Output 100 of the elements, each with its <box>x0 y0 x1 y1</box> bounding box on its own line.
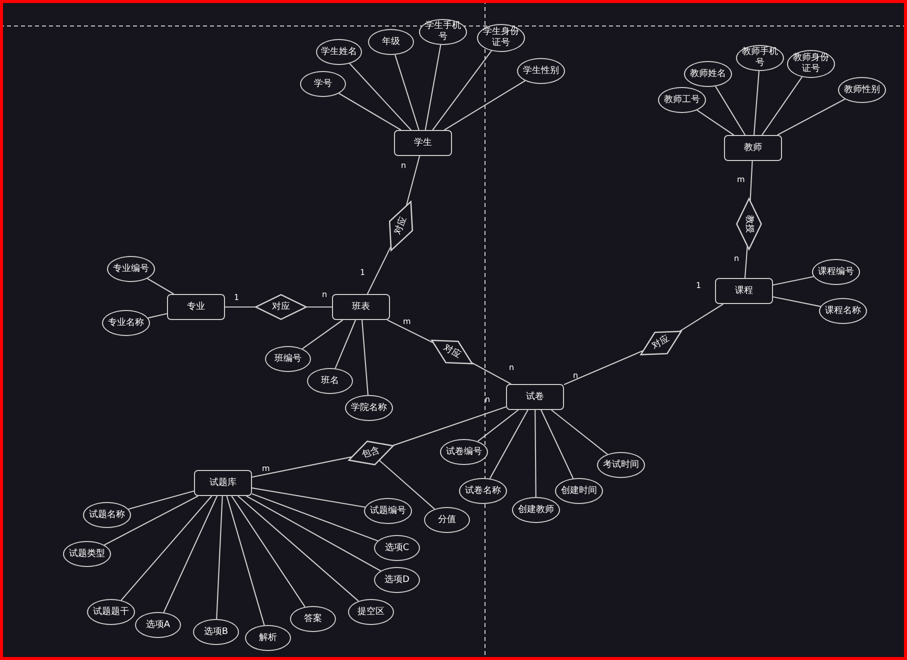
connector-line <box>715 86 746 136</box>
cardinality-label: n <box>573 371 578 380</box>
connector-line <box>252 487 366 508</box>
entity-box: 教师 <box>724 135 782 161</box>
connector-line <box>148 313 168 318</box>
connector-line <box>246 496 381 572</box>
connector-line <box>216 496 223 620</box>
connector-line <box>424 44 442 130</box>
cardinality-label: 1 <box>234 293 240 302</box>
connector-line <box>680 304 724 332</box>
entity-box: 试卷 <box>506 384 564 410</box>
connector-line <box>361 320 369 396</box>
cardinality-label: n <box>509 363 514 372</box>
attribute-ellipse: 选项C <box>374 535 420 561</box>
connector-line <box>534 410 536 497</box>
cardinality-label: m <box>403 317 411 326</box>
attribute-ellipse: 选项A <box>135 612 181 638</box>
cardinality-label: m <box>737 175 745 184</box>
attribute-ellipse: 创建教师 <box>512 497 560 523</box>
connector-line <box>387 320 433 343</box>
attribute-ellipse: 学生身份证号 <box>477 24 525 52</box>
attribute-ellipse: 提空区 <box>348 599 394 625</box>
connector-line <box>394 54 420 130</box>
connector-line <box>225 306 255 308</box>
connector-line <box>147 278 174 294</box>
attribute-ellipse: 分值 <box>424 507 470 533</box>
attribute-ellipse: 教师身份证号 <box>787 50 835 78</box>
attribute-ellipse: 答案 <box>290 606 336 632</box>
connector-line <box>104 496 198 546</box>
attribute-ellipse: 学院名称 <box>345 395 393 421</box>
attribute-ellipse: 试题名称 <box>83 502 131 528</box>
attribute-ellipse: 专业名称 <box>102 310 150 336</box>
connector-line <box>696 110 734 136</box>
attribute-ellipse: 教师姓名 <box>684 61 732 87</box>
cardinality-label: n <box>734 254 740 263</box>
cardinality-label: m <box>262 464 270 473</box>
relationship-diamond: 对应 <box>255 294 307 320</box>
attribute-ellipse: 试题编号 <box>364 498 412 524</box>
attribute-ellipse: 专业编号 <box>107 256 155 282</box>
attribute-ellipse: 试题类型 <box>63 541 111 567</box>
cardinality-label: n <box>401 161 406 170</box>
connector-line <box>379 460 435 510</box>
cardinality-label: 1 <box>360 268 366 277</box>
connector-line <box>477 410 519 442</box>
connector-line <box>307 306 332 308</box>
attribute-ellipse: 课程名称 <box>819 298 867 324</box>
connector-line <box>772 296 821 307</box>
connector-line <box>226 496 265 626</box>
attribute-ellipse: 学生手机号 <box>419 19 467 45</box>
connector-line <box>472 362 512 384</box>
connector-line <box>777 98 846 136</box>
connector-line <box>750 160 753 200</box>
attribute-ellipse: 教师性别 <box>838 77 886 103</box>
attribute-ellipse: 教师手机号 <box>736 45 784 71</box>
connector-line <box>120 496 212 601</box>
attribute-ellipse: 学生性别 <box>517 58 565 84</box>
connector-line <box>231 496 306 608</box>
relationship-diamond: 教授 <box>736 198 762 250</box>
attribute-ellipse: 教师工号 <box>658 87 706 113</box>
connector-line <box>252 456 352 478</box>
connector-line <box>744 246 748 278</box>
connector-line <box>489 410 528 479</box>
connector-line <box>753 70 760 136</box>
entity-box: 专业 <box>167 294 225 320</box>
entity-box: 学生 <box>394 130 452 156</box>
connector-line <box>252 493 378 542</box>
connector-line <box>392 406 506 446</box>
attribute-ellipse: 创建时间 <box>555 478 603 504</box>
attribute-ellipse: 试卷名称 <box>459 478 507 504</box>
connector-line <box>762 76 802 136</box>
entity-box: 课程 <box>715 278 773 304</box>
attribute-ellipse: 选项B <box>193 619 239 645</box>
connector-line <box>163 496 218 613</box>
attribute-ellipse: 学号 <box>300 71 346 97</box>
attribute-ellipse: 解析 <box>245 625 291 651</box>
connector-line <box>772 276 814 286</box>
connector-line <box>406 156 420 206</box>
connector-line <box>338 92 402 130</box>
attribute-ellipse: 试题题干 <box>87 599 135 625</box>
attribute-ellipse: 班名 <box>307 368 353 394</box>
connector-line <box>349 63 412 130</box>
attribute-ellipse: 试卷编号 <box>440 439 488 465</box>
connector-line <box>302 320 344 350</box>
entity-box: 试题库 <box>194 470 252 496</box>
connector-line <box>564 350 644 386</box>
connector-line <box>366 246 392 294</box>
connector-line <box>540 410 574 479</box>
attribute-ellipse: 考试时间 <box>597 452 645 478</box>
connector-line <box>551 410 608 455</box>
connector-line <box>334 320 356 369</box>
connector-line <box>444 80 526 130</box>
attribute-ellipse: 选项D <box>374 567 420 593</box>
attribute-ellipse: 班编号 <box>265 346 311 372</box>
connector-line <box>432 50 492 130</box>
attribute-ellipse: 课程编号 <box>812 259 860 285</box>
connector-line <box>128 490 194 510</box>
cardinality-label: 1 <box>696 281 702 290</box>
connector-line <box>238 496 359 602</box>
entity-box: 班表 <box>332 294 390 320</box>
attribute-ellipse: 学生姓名 <box>316 39 362 65</box>
